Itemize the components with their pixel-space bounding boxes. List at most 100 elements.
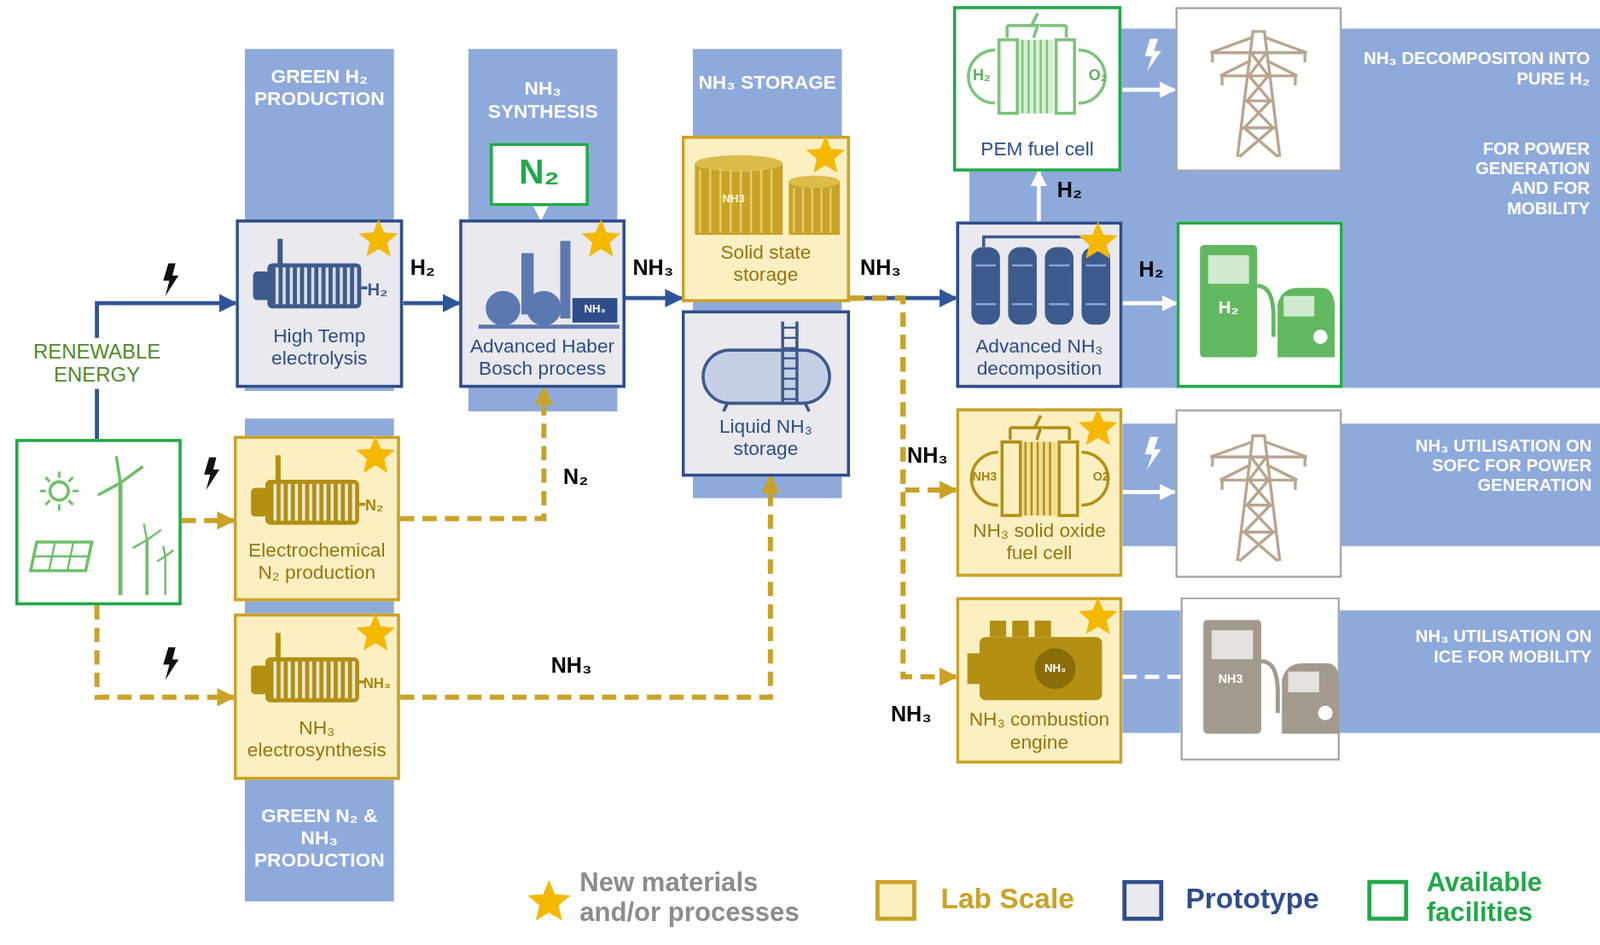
lightning-symbol	[162, 263, 179, 297]
new-material-star	[1078, 407, 1118, 445]
icon-label: NH₃	[574, 302, 616, 315]
drawing-part	[50, 481, 70, 501]
box-label: Liquid NH₃ storage	[688, 415, 844, 460]
flow-arrow	[400, 387, 545, 518]
flow-arrow	[1036, 171, 1042, 222]
drawing-part	[352, 661, 356, 699]
drawing-part	[1318, 705, 1333, 721]
drawing-part	[287, 483, 291, 521]
process-box: Liquid NH₃ storage	[681, 310, 850, 478]
drawing-part	[1211, 629, 1253, 659]
box-label: RENEWABLE ENERGY	[20, 337, 174, 390]
flow-arrow	[1122, 674, 1181, 679]
drawing-part	[1033, 40, 1036, 114]
drawing-part	[347, 267, 351, 304]
drawing-part	[280, 483, 285, 521]
drawing-part	[975, 302, 996, 305]
pylon-icon	[1210, 31, 1308, 158]
legend-star	[527, 879, 571, 921]
flow-label: NH₃	[632, 255, 674, 280]
legend-text: Lab Scale	[941, 884, 1115, 916]
drawing-part	[1199, 244, 1257, 358]
band-title: NH₃ SYNTHESIS	[472, 77, 614, 123]
box-label: NH₃ solid oxide fuel cell	[963, 519, 1116, 565]
tower-box	[1176, 410, 1342, 577]
legend-text: Available facilities	[1426, 866, 1590, 926]
legend-text: Prototype	[1186, 884, 1360, 916]
band-title: GREEN N₂ & NH₃ PRODUCTION	[249, 803, 390, 871]
drawing-part	[780, 321, 785, 404]
drawing-part	[275, 454, 281, 482]
drawing-part	[782, 326, 798, 329]
band-title: FOR POWER GENERATION AND FOR MOBILITY	[1438, 139, 1590, 219]
power-arrow	[1122, 489, 1175, 495]
drawing-part	[782, 387, 798, 390]
drawing-part	[782, 397, 798, 400]
process-box: N₂Electrochemical N₂ production	[233, 436, 401, 602]
drawing-part	[795, 321, 799, 404]
drawing-part	[572, 297, 618, 323]
drawing-part	[1019, 40, 1055, 114]
process-box: H₂	[1176, 221, 1344, 388]
flow-label: NH₃	[860, 255, 902, 280]
flow-arrow	[97, 605, 234, 698]
legend-swatch	[1122, 879, 1164, 921]
drawing-part	[323, 661, 327, 699]
process-box: H₂O₂PEM fuel cell	[953, 5, 1122, 172]
pylon-icon	[1210, 435, 1308, 561]
lightning-symbol	[162, 646, 179, 680]
drawing-part	[559, 240, 571, 319]
drawing-part	[1006, 23, 1032, 28]
box-label: Electrochemical N₂ production	[240, 538, 393, 583]
drawing-part	[1283, 296, 1315, 317]
drawing-part	[68, 500, 73, 505]
drawing-part	[308, 661, 313, 699]
drawing-part	[1035, 647, 1077, 689]
new-material-star	[806, 135, 845, 173]
drawing-part	[782, 377, 798, 379]
icon	[18, 442, 180, 603]
flow-label: H₂	[1057, 177, 1083, 203]
drawing-part	[277, 238, 283, 266]
drawing-part	[1005, 25, 1009, 38]
drawing-part	[344, 661, 349, 699]
box-label: NH₃ combustion engine	[963, 708, 1116, 753]
flow-label: H₂	[410, 255, 436, 280]
drawing-part	[40, 489, 47, 493]
drawing-part	[782, 357, 798, 360]
drawing-part	[788, 175, 840, 188]
band: NH₃ UTILISATION ON SOFC FOR POWER GENERA…	[1122, 423, 1600, 546]
drawing-part	[337, 661, 342, 699]
drawing-part	[296, 267, 301, 304]
drawing-part	[1027, 40, 1030, 114]
process-box: Advanced NH₃ decomposition	[955, 221, 1123, 388]
flow-label: H₂	[1139, 256, 1164, 282]
process-box: RENEWABLE ENERGY	[15, 438, 182, 606]
drawing-part	[1012, 620, 1029, 637]
band: GREEN N₂ & NH₃ PRODUCTIONN₂Electrochemic…	[244, 418, 395, 902]
icon-label: H₂	[964, 66, 1000, 85]
drawing-part	[295, 483, 299, 521]
drawing-part	[1261, 661, 1278, 714]
drawing-part	[359, 502, 366, 507]
band: NH₃ STORAGENH3Solid state storageLiquid …	[692, 48, 843, 498]
band-title: NH₃ UTILISATION ON SOFC FOR POWER GENERA…	[1413, 436, 1592, 496]
band-title: GREEN H₂ PRODUCTION	[249, 65, 390, 111]
icon-label: NH₃	[363, 674, 399, 691]
icon-label: H₂	[366, 279, 400, 300]
drawing-part	[164, 556, 167, 595]
flow-label: NH₃	[907, 442, 949, 468]
drawing-part	[1024, 442, 1027, 516]
drawing-part	[788, 181, 840, 235]
drawing-part	[1042, 442, 1045, 516]
box-label: N₂	[493, 151, 587, 192]
icon-label: NH₃	[1036, 661, 1074, 675]
flow-arrow	[400, 476, 771, 697]
drawing-part	[782, 337, 798, 339]
drawing-part	[1001, 442, 1021, 516]
new-material-star	[359, 219, 398, 256]
drawing-part	[1067, 427, 1071, 440]
icon-label: O₂	[1080, 66, 1116, 85]
drawing-part	[1288, 671, 1320, 693]
